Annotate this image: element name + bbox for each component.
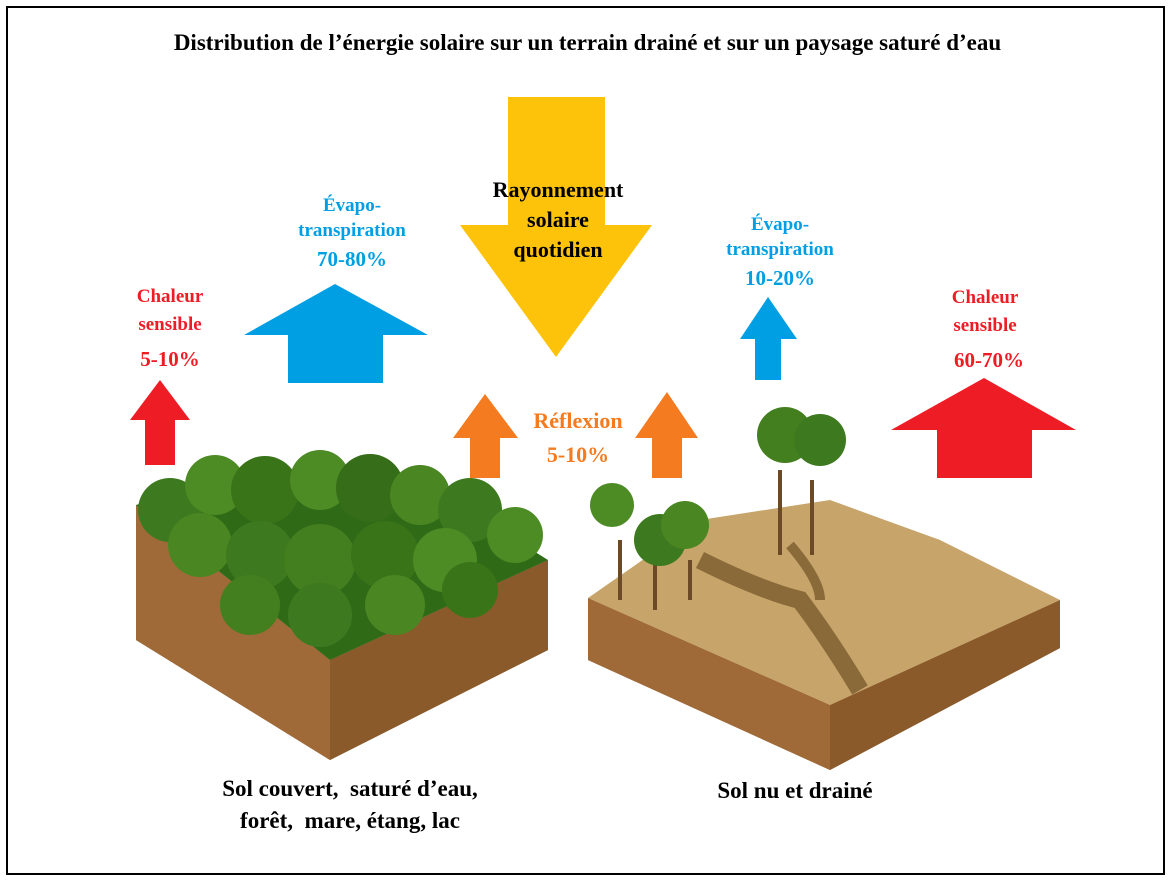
right-heat-arrow	[891, 378, 1076, 478]
solar-label: Rayonnement solaire quotidien	[458, 175, 658, 265]
reflection-arrow-left	[453, 394, 518, 478]
solar-label-line3: quotidien	[513, 237, 603, 262]
left-evapo-arrow	[244, 284, 428, 383]
reflection-label-text: Réflexion	[533, 408, 623, 433]
left-evapo-value: 70-80%	[317, 247, 387, 271]
right-caption: Sol nu et drainé	[717, 778, 873, 803]
bare-soil-landscape	[588, 407, 1060, 770]
right-evapo-label: Évapo- transpiration 10-20%	[690, 212, 870, 291]
right-evapo-arrow	[740, 297, 797, 380]
left-caption-line1: Sol couvert, saturé d’eau,	[222, 776, 478, 801]
right-evapo-value: 10-20%	[745, 266, 815, 290]
left-heat-label-line2: sensible	[138, 314, 202, 335]
right-heat-label-line2: sensible	[953, 315, 1017, 336]
reflection-arrow-right	[635, 392, 698, 478]
right-heat-label-line1: Chaleur	[951, 287, 1019, 308]
right-heat-label: Chaleur sensible 60-70%	[915, 284, 1055, 374]
left-evapo-label-line1: Évapo-	[322, 195, 382, 216]
left-evapo-label-line2: transpiration	[298, 220, 406, 241]
solar-label-line1: Rayonnement	[492, 177, 624, 202]
left-heat-value: 5-10%	[140, 347, 200, 371]
reflection-label: Réflexion 5-10%	[508, 404, 648, 472]
solar-arrow	[460, 97, 652, 357]
right-evapo-label-line1: Évapo-	[750, 214, 810, 235]
reflection-value: 5-10%	[546, 442, 610, 467]
left-caption: Sol couvert, saturé d’eau, forêt, mare, …	[165, 773, 535, 837]
forest-landscape	[136, 450, 548, 760]
diagram-title: Distribution de l’énergie solaire sur un…	[173, 30, 1002, 55]
left-caption-line2: forêt, mare, étang, lac	[240, 808, 460, 833]
left-heat-arrow	[130, 380, 190, 465]
right-heat-value: 60-70%	[954, 348, 1024, 372]
diagram-frame	[6, 6, 1165, 875]
left-heat-label-line1: Chaleur	[136, 286, 204, 307]
right-evapo-label-line2: transpiration	[726, 239, 834, 260]
left-heat-label: Chaleur sensible 5-10%	[100, 283, 240, 373]
solar-label-line2: solaire	[527, 207, 589, 232]
left-evapo-label: Évapo- transpiration 70-80%	[262, 193, 442, 272]
